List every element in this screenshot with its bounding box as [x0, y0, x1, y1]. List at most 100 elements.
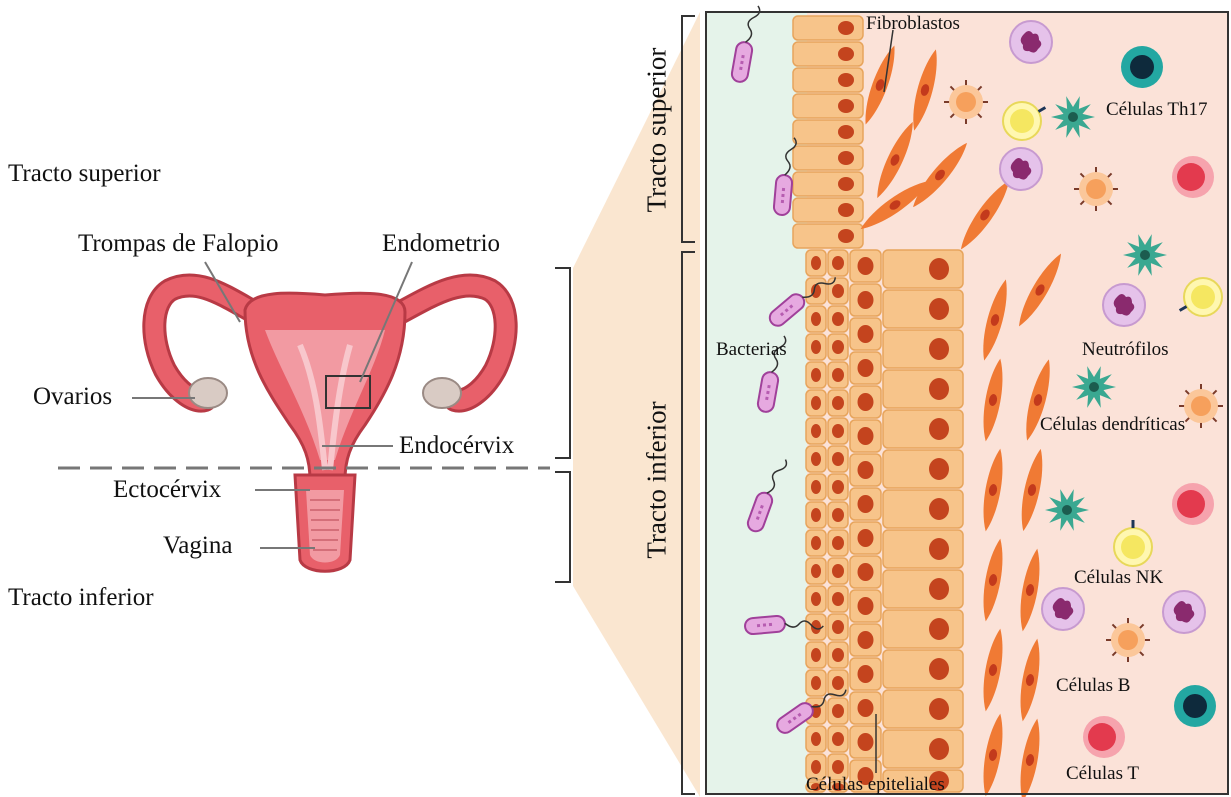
nucleus: [832, 732, 844, 746]
nucleus: [811, 452, 821, 466]
epithelial-cell: [883, 250, 963, 288]
t-cell: [1172, 156, 1214, 198]
nucleus: [858, 291, 874, 309]
nucleus: [838, 21, 854, 35]
nucleus: [858, 427, 874, 445]
epithelial-cell: [883, 650, 963, 688]
b-cell: [944, 80, 988, 124]
epithelial-label: Células epiteliales: [806, 775, 945, 794]
nucleus: [929, 258, 949, 280]
neutrophil: [1163, 591, 1205, 633]
nucleus: [811, 592, 821, 606]
nucleus: [858, 393, 874, 411]
nucleus: [838, 73, 854, 87]
dendritic-label: Células dendríticas: [1040, 415, 1185, 434]
nucleus: [858, 597, 874, 615]
epithelial-cell: [883, 570, 963, 608]
neutrophil: [1010, 21, 1052, 63]
ectocervix-label: Ectocérvix: [113, 477, 221, 502]
epithelial-cell: [883, 730, 963, 768]
nucleus: [811, 424, 821, 438]
nucleus: [832, 592, 844, 606]
nucleus: [838, 229, 854, 243]
epithelial-cell: [883, 490, 963, 528]
nucleus: [832, 676, 844, 690]
neutrophil: [1103, 284, 1145, 326]
nucleus: [858, 665, 874, 683]
nucleus: [929, 378, 949, 400]
epithelial-cell: [883, 410, 963, 448]
nucleus: [832, 648, 844, 662]
nucleus: [832, 284, 844, 298]
nucleus: [832, 340, 844, 354]
fibroblasts-label: Fibroblastos: [866, 14, 960, 33]
upper-tract-vertical-label: Tracto superior: [644, 48, 671, 213]
nucleus: [832, 620, 844, 634]
nk-label: Células NK: [1074, 568, 1163, 587]
th17-label: Células Th17: [1106, 100, 1208, 119]
upper-tract-label: Tracto superior: [8, 161, 161, 186]
b-cells-label: Células B: [1056, 676, 1130, 695]
nucleus: [838, 99, 854, 113]
vagina-label: Vagina: [163, 533, 232, 558]
nucleus: [832, 508, 844, 522]
nucleus: [811, 256, 821, 270]
nucleus: [929, 498, 949, 520]
nucleus: [838, 125, 854, 139]
nucleus: [811, 396, 821, 410]
neutrophil: [1000, 148, 1042, 190]
th17-cell: [1121, 46, 1163, 88]
b-cell: [1074, 167, 1118, 211]
nucleus: [811, 732, 821, 746]
zoom-connector: [573, 12, 700, 797]
nucleus: [929, 458, 949, 480]
nucleus: [811, 676, 821, 690]
nucleus: [929, 538, 949, 560]
nucleus: [838, 47, 854, 61]
ovaries-label: Ovarios: [33, 384, 112, 409]
nucleus: [838, 203, 854, 217]
lower-tract-label: Tracto inferior: [8, 585, 154, 610]
nucleus: [929, 298, 949, 320]
nucleus: [832, 564, 844, 578]
t-cell: [1083, 716, 1125, 758]
epithelial-cell: [883, 530, 963, 568]
nucleus: [929, 738, 949, 760]
right-ovary: [423, 378, 461, 408]
neutrophils-label: Neutrófilos: [1082, 340, 1169, 359]
nucleus: [929, 578, 949, 600]
nucleus: [858, 699, 874, 717]
nucleus: [811, 480, 821, 494]
nucleus: [832, 368, 844, 382]
nucleus: [858, 461, 874, 479]
nucleus: [811, 564, 821, 578]
nucleus: [832, 256, 844, 270]
nucleus: [811, 760, 821, 774]
nucleus: [832, 452, 844, 466]
nucleus: [832, 396, 844, 410]
nucleus: [832, 312, 844, 326]
t-cells-label: Células T: [1066, 764, 1139, 783]
nucleus: [858, 359, 874, 377]
nucleus: [858, 631, 874, 649]
nucleus: [811, 340, 821, 354]
epithelial-cell: [883, 330, 963, 368]
nucleus: [811, 536, 821, 550]
endometrium-label: Endometrio: [382, 231, 500, 256]
nucleus: [858, 733, 874, 751]
nucleus: [811, 368, 821, 382]
nucleus: [832, 704, 844, 718]
nucleus: [929, 698, 949, 720]
nucleus: [858, 257, 874, 275]
nucleus: [929, 658, 949, 680]
nucleus: [929, 418, 949, 440]
th17-cell: [1174, 685, 1216, 727]
nucleus: [858, 529, 874, 547]
nucleus: [832, 424, 844, 438]
nucleus: [858, 325, 874, 343]
lower-tract-vertical-label: Tracto inferior: [644, 401, 671, 558]
fallopian-tubes-label: Trompas de Falopio: [78, 231, 278, 256]
bacteria-label: Bacterias: [716, 340, 787, 359]
nucleus: [858, 495, 874, 513]
